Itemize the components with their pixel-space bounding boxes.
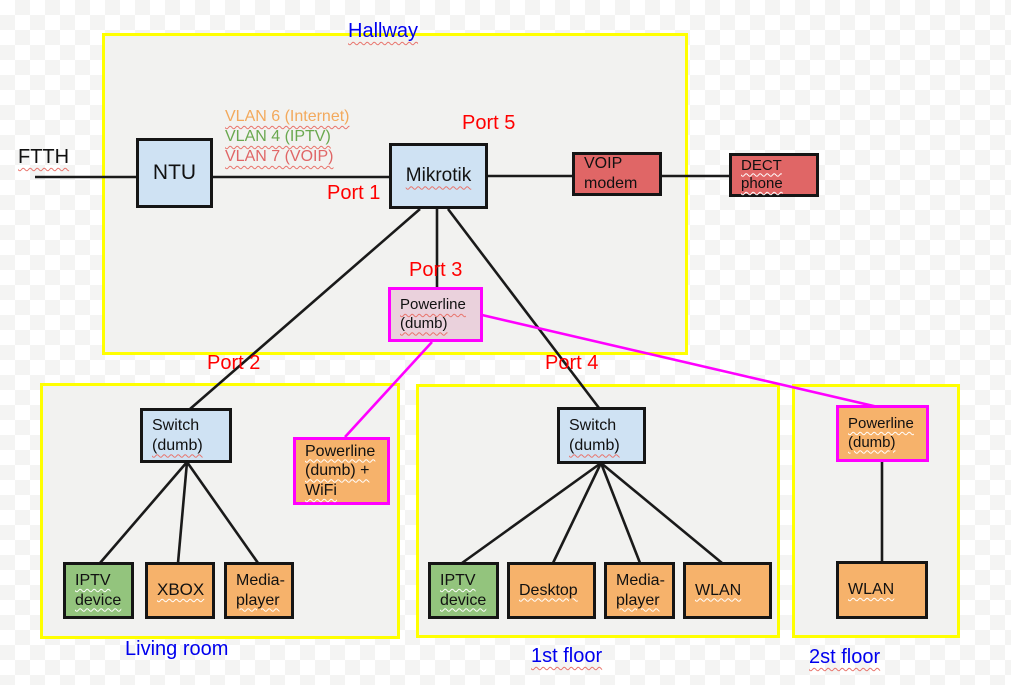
node-living-media-player: Media- player: [224, 562, 294, 619]
label-port-5: Port 5: [462, 112, 516, 134]
node-floor2-powerline: Powerline (dumb): [836, 405, 929, 462]
node-floor2-wlan: WLAN: [836, 561, 928, 619]
wire-mikrotik-living-switch: [189, 208, 421, 410]
wire-living-switch-iptv: [99, 461, 188, 564]
node-floor1-iptv-device: IPTV device: [428, 562, 499, 619]
wire-living-switch-xbox: [176, 461, 189, 564]
node-mikrotik: Mikrotik: [389, 143, 488, 209]
node-floor1-desktop: Desktop: [507, 562, 596, 619]
node-dect-phone: DECT phone: [729, 153, 819, 197]
node-living-xbox: XBOX: [145, 562, 215, 619]
label-second-floor: 2st floor: [809, 646, 881, 668]
node-floor1-switch: Switch (dumb): [557, 407, 646, 464]
wire-floor1-switch-wlan: [600, 461, 723, 565]
label-hallway: Hallway: [348, 20, 419, 42]
node-ntu: NTU: [136, 138, 213, 208]
vlan-4-label: VLAN 4 (IPTV): [225, 128, 331, 145]
node-powerline-hallway: Powerline (dumb): [388, 287, 483, 342]
vlan-7-label: VLAN 7 (VOIP): [225, 148, 334, 165]
vlan-legend: VLAN 6 (Internet) VLAN 4 (IPTV) VLAN 7 (…: [225, 107, 350, 167]
vlan-6-label: VLAN 6 (Internet): [225, 108, 350, 125]
label-living-room: Living room: [125, 638, 229, 660]
wire-living-switch-media: [185, 461, 260, 564]
node-living-iptv-device: IPTV device: [63, 562, 134, 619]
label-port-1: Port 1: [327, 182, 381, 204]
node-voip-modem: VOIP modem: [572, 152, 662, 196]
wire-floor1-switch-iptv: [461, 461, 602, 565]
wire-floor1-switch-media: [599, 462, 642, 564]
wire-powerline-hallway-floor2: [481, 313, 879, 409]
node-living-switch: Switch (dumb): [140, 408, 232, 463]
node-floor1-wlan: WLAN: [683, 562, 772, 619]
label-port-4: Port 4: [545, 352, 599, 374]
wire-mikrotik-floor1-switch: [446, 208, 601, 409]
wire-floor1-switch-desktop: [551, 462, 603, 564]
label-first-floor: 1st floor: [531, 645, 603, 667]
node-floor1-media-player: Media- player: [604, 562, 675, 619]
label-port-3: Port 3: [409, 259, 463, 281]
wire-powerline-hallway-wifi: [344, 341, 433, 438]
label-ftth: FTTH: [18, 146, 70, 168]
label-port-2: Port 2: [207, 352, 261, 374]
node-powerline-wifi: Powerline (dumb) + WiFi: [293, 437, 390, 505]
